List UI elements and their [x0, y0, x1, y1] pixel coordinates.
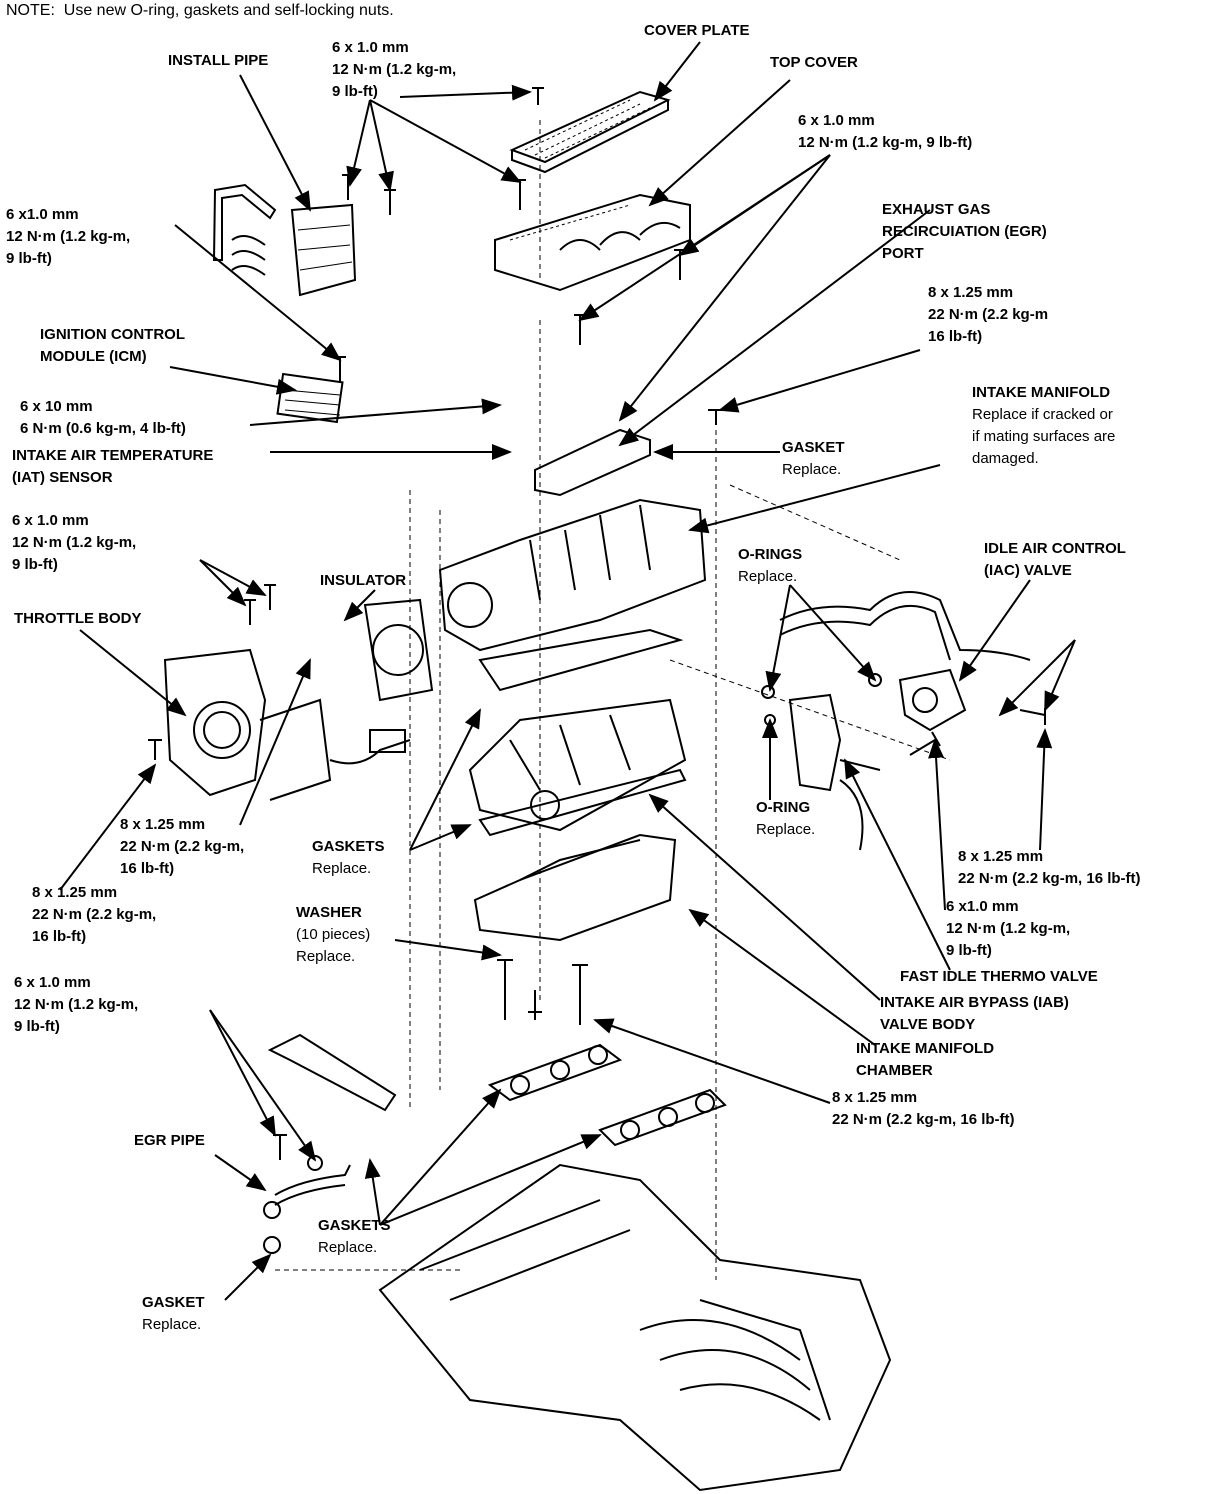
throttle-body-part — [163, 648, 411, 801]
install-pipe-part — [212, 183, 357, 297]
label-cover-plate: COVER PLATE — [644, 22, 750, 39]
label-iac-valve: IDLE AIR CONTROL(IAC) VALVE — [984, 540, 1126, 579]
iab-valve-body-part — [468, 698, 687, 837]
bolts — [148, 87, 1046, 1254]
label-insulator: INSULATOR — [320, 572, 407, 589]
label-egr-pipe: EGR PIPE — [134, 1132, 205, 1149]
note-text: NOTE: Use new O-ring, gaskets and self-l… — [6, 2, 394, 19]
egr-pipe-part — [267, 1033, 397, 1206]
lower-gaskets-part — [487, 1043, 727, 1147]
egr-port-part — [534, 428, 651, 497]
insulator-part — [363, 598, 434, 702]
chamber-part — [473, 833, 677, 942]
label-iat-sensor: INTAKE AIR TEMPERATURE(IAT) SENSOR — [12, 447, 214, 486]
label-washer: WASHER(10 pieces)Replace. — [296, 904, 371, 965]
top-cover-part — [494, 193, 691, 292]
label-top-cover: TOP COVER — [770, 54, 858, 71]
iac-valve-part — [779, 591, 1031, 851]
leader-arrows — [59, 41, 1076, 1301]
cover-plate-part — [509, 90, 671, 174]
label-iab-valve-body: INTAKE AIR BYPASS (IAB)VALVE BODY — [880, 994, 1069, 1033]
engine-block-part — [378, 1163, 892, 1492]
label-install-pipe: INSTALL PIPE — [168, 52, 269, 69]
icm-part — [276, 372, 344, 424]
intake-manifold-part — [438, 498, 707, 692]
label-fast-idle-thermo-valve: FAST IDLE THERMO VALVE — [900, 968, 1098, 985]
label-throttle-body: THROTTLE BODY — [14, 610, 142, 627]
